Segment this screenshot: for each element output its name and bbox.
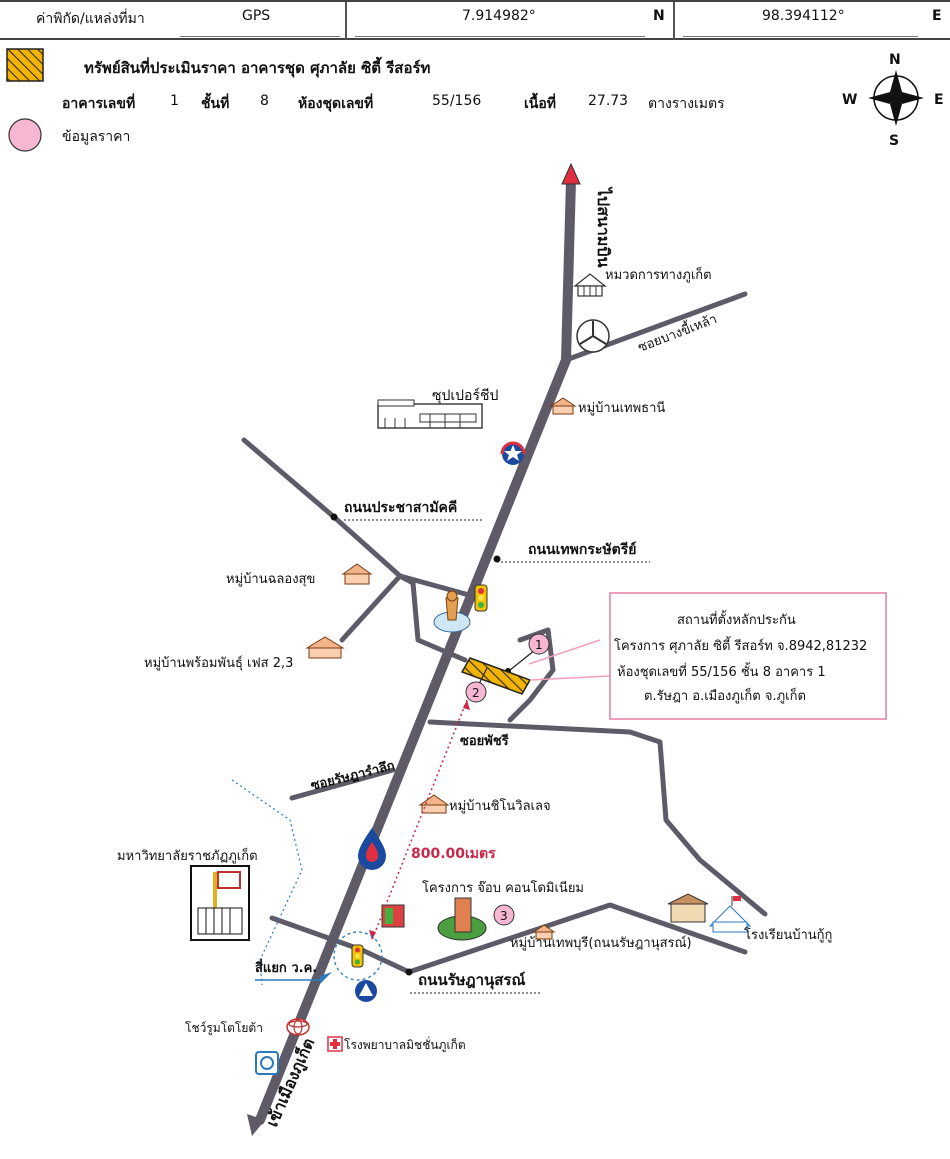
- village-thep-buri-icon: [532, 924, 556, 940]
- monument-icon: [433, 590, 471, 633]
- road-label-thepkrasattri: ถนนเทพกระษัตรีย์: [528, 541, 636, 558]
- village-chino-icon: [418, 794, 450, 814]
- hospital-cross-icon: [327, 1036, 343, 1052]
- place-chalong-suk: หมู่บ้านฉลองสุข: [226, 572, 315, 587]
- distance-label: 800.00เมตร: [411, 846, 496, 862]
- svg-text:2: 2: [472, 686, 480, 700]
- longitude-dir: E: [932, 8, 942, 24]
- village-chalong-suk-icon: [341, 563, 373, 585]
- mercedes-logo-icon: [576, 319, 610, 353]
- bank-logo-icon: [355, 980, 377, 1002]
- place-job-condo: โครงการ จ๊อบ คอนโดมิเนียม: [422, 880, 584, 896]
- place-chino-village: หมู่บ้านชิโนวิลเลจ: [449, 798, 551, 814]
- ptt-gas-station-icon: [358, 828, 386, 870]
- price-marker-1: 1: [509, 633, 550, 671]
- area-label: เนื้อที่: [524, 96, 556, 112]
- traffic-light-intersection-icon: [351, 944, 364, 968]
- unit-label: ห้องชุดเลขที่: [298, 96, 374, 112]
- bank-square-logo-icon: [255, 1051, 279, 1075]
- callout-line-1: สถานที่ตั้งหลักประกัน: [677, 610, 796, 628]
- place-supercheap: ซุปเปอร์ชีป: [432, 387, 498, 404]
- place-rajabhat: มหาวิทยาลัยราชภัฏภูเก็ต: [117, 846, 258, 864]
- longitude-value: 98.394112°: [762, 8, 845, 24]
- north-arrow-icon: [561, 162, 581, 185]
- main-road: [247, 162, 581, 1136]
- compass-e: E: [934, 92, 944, 108]
- road-label-phatchari: ซอยพัชรี: [460, 733, 509, 749]
- job-condo-icon: 3: [437, 897, 515, 941]
- unit-no: 55/156: [432, 93, 482, 109]
- intersection-circle: [333, 931, 383, 981]
- toyota-logo-icon: [286, 1018, 310, 1036]
- callout-line-2: โครงการ ศุภาลัย ซิตี้ รีสอร์ท จ.8942,812…: [614, 636, 867, 654]
- school-icon: [667, 893, 752, 933]
- area-unit: ตางรางเมตร: [648, 96, 725, 112]
- place-phrompan: หมู่บ้านพร้อมพันธุ์ เฟส 2,3: [144, 655, 293, 671]
- village-thep-thani-icon: [549, 397, 577, 415]
- floor-no: 8: [260, 93, 269, 109]
- village-phrompan-icon: [305, 636, 345, 659]
- traffic-light-icon: [474, 584, 488, 612]
- callout-line-4: ต.รัษฎา อ.เมืองภูเก็ต จ.ภูเก็ต: [644, 686, 806, 704]
- hatch-legend-icon: [6, 48, 44, 82]
- road-label-ratsada-raluek: ซอยรัษฎารำลึก: [309, 758, 396, 794]
- distance-indicator: [369, 699, 470, 941]
- price-info-legend-icon: [8, 118, 42, 152]
- latitude-value: 7.914982°: [462, 8, 536, 24]
- place-school: โรงเรียนบ้านกู้กู: [744, 927, 832, 943]
- compass-rose-icon: N S W E: [842, 52, 944, 149]
- place-toyota: โชว์รูมโตโยต้า: [185, 1021, 263, 1036]
- road-label-ratsadanusorn: ถนนรัษฎานุสรณ์: [418, 971, 525, 990]
- svg-text:1: 1: [535, 638, 543, 652]
- svg-text:3: 3: [500, 909, 508, 923]
- collateral-callout: สถานที่ตั้งหลักประกัน โครงการ ศุภาลัย ซิ…: [528, 592, 887, 720]
- road-label-to-airport: ไปสนามบิน: [594, 186, 613, 268]
- place-intersection: สี่แยก ว.ค.: [255, 958, 317, 976]
- price-info-label: ข้อมูลราคา: [62, 129, 131, 145]
- south-arrow-icon: [247, 1114, 265, 1136]
- appraised-property-marker: [460, 657, 532, 695]
- place-highway-office: หมวดการทางภูเก็ต: [605, 265, 712, 283]
- compass-n: N: [889, 52, 901, 68]
- compass-w: W: [842, 92, 857, 108]
- floor-label: ชั้นที่: [201, 96, 230, 112]
- supercheap-building-icon: [377, 399, 483, 429]
- area-value: 27.73: [588, 93, 629, 109]
- place-thep-buri: หมู่บ้านเทพบุรี(ถนนรัษฎานุสรณ์): [510, 935, 692, 951]
- gas-station-star-icon: [500, 441, 526, 465]
- highway-office-icon: [573, 273, 607, 297]
- compass-s: S: [889, 133, 899, 149]
- callout-line-3: ห้องชุดเลขที่ 55/156 ชั้น 8 อาคาร 1: [617, 662, 826, 680]
- place-hospital: โรงพยาบาลมิชชั่นภูเก็ต: [344, 1036, 466, 1053]
- property-title: ทรัพย์สินที่ประเมินราคา อาคารชุด ศุภาลัย…: [84, 59, 431, 77]
- road-label-prachasamakkhi: ถนนประชาสามัคคี: [344, 500, 457, 516]
- coord-label: ค่าพิกัด/แหล่งที่มา: [36, 11, 145, 27]
- price-marker-2: 2: [465, 667, 488, 703]
- coordinate-header: ค่าพิกัด/แหล่งที่มา GPS 7.914982° N 98.3…: [0, 0, 950, 40]
- place-thep-thani: หมู่บ้านเทพธานี: [578, 400, 665, 416]
- building-label: อาคารเลขที่: [62, 96, 136, 112]
- university-building-icon: [190, 865, 250, 941]
- coord-source: GPS: [242, 8, 271, 24]
- latitude-dir: N: [653, 8, 665, 24]
- building-no: 1: [170, 93, 179, 109]
